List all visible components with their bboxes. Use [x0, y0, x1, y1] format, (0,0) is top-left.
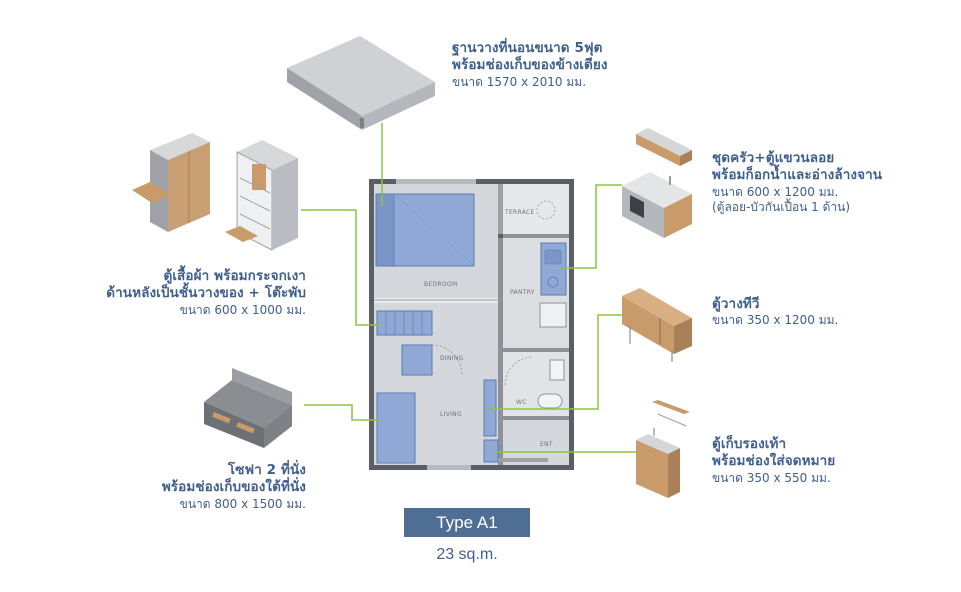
- tv-title: ตู้วางทีวี: [712, 296, 760, 312]
- callout-wardrobe: ตู้เสื้อผ้า พร้อมกระจกเงา ด้านหลังเป็นชั…: [26, 268, 306, 318]
- sofa-title-line-1: โซฟา 2 ที่นั่ง: [227, 462, 306, 478]
- sofa-title-line-2: พร้อมช่องเก็บของใต้ที่นั่ง: [161, 479, 306, 496]
- shoe-size: ขนาด 350 x 550 มม.: [712, 470, 831, 485]
- unit-area: 23 sq.m.: [436, 546, 498, 563]
- callout-shoe-cabinet: ตู้เก็บรองเท้า พร้อมช่องใส่จดหมาย ขนาด 3…: [712, 436, 835, 486]
- shoe-title-line-2: พร้อมช่องใส่จดหมาย: [712, 453, 836, 470]
- shoe-cabinet-illustration: [636, 400, 690, 498]
- label-entry: ENT: [540, 441, 553, 448]
- floor-plan: TERRACE BEDROOM PANTRY DINING LIVING WC …: [369, 179, 574, 470]
- label-living: LIVING: [440, 411, 462, 418]
- leader-line-kitchen: [561, 184, 622, 269]
- kitchen-title-line-2: พร้อมก็อกน้ำและอ่างล้างจาน: [712, 167, 883, 184]
- callout-tv: ตู้วางทีวี ขนาด 350 x 1200 มม.: [712, 296, 838, 329]
- bed-title-line-1: ฐานวางที่นอนขนาด 5ฟุต: [452, 40, 603, 56]
- shoe-title-line-1: ตู้เก็บรองเท้า: [712, 436, 787, 452]
- label-pantry: PANTRY: [510, 289, 535, 296]
- kitchen-illustration: [622, 128, 692, 238]
- kitchen-title-line-1: ชุดครัว+ตู้แขวนลอย: [712, 150, 835, 166]
- leader-line-tv: [487, 314, 622, 410]
- kitchen-size: ขนาด 600 x 1200 มม.: [712, 184, 839, 199]
- tv-size: ขนาด 350 x 1200 มม.: [712, 313, 839, 328]
- bed-base-illustration: [287, 36, 435, 130]
- wardrobe-size: ขนาด 600 x 1000 มม.: [179, 302, 306, 317]
- unit-type-badge: Type A1: [404, 508, 530, 537]
- callout-kitchen: ชุดครัว+ตู้แขวนลอย พร้อมก็อกน้ำและอ่างล้…: [712, 150, 882, 215]
- bed-title-line-2: พร้อมช่องเก็บของข้างเตียง: [452, 57, 608, 74]
- kitchen-note: (ตู้ลอย-บัวกันเปื้อน 1 ด้าน): [712, 199, 851, 214]
- wardrobe-illustration: [132, 133, 298, 251]
- leader-lines: [301, 123, 636, 453]
- sofa-illustration: [204, 368, 292, 448]
- wardrobe-title-line-2: ด้านหลังเป็นชั้นวางของ + โต๊ะพับ: [106, 285, 306, 302]
- label-terrace: TERRACE: [504, 209, 535, 216]
- bed-size: ขนาด 1570 x 2010 มม.: [452, 74, 587, 89]
- label-wc: WC: [516, 399, 527, 406]
- label-dining: DINING: [440, 355, 464, 362]
- leader-line-wardrobe: [301, 209, 380, 326]
- callout-sofa: โซฟา 2 ที่นั่ง พร้อมช่องเก็บของใต้ที่นั่…: [46, 462, 306, 512]
- tv-cabinet-illustration: [622, 288, 692, 362]
- callout-bed: ฐานวางที่นอนขนาด 5ฟุต พร้อมช่องเก็บของข้…: [452, 40, 608, 90]
- wardrobe-title-line-1: ตู้เสื้อผ้า พร้อมกระจกเงา: [163, 268, 306, 284]
- label-bedroom: BEDROOM: [424, 281, 457, 288]
- leader-line-sofa: [304, 404, 380, 421]
- sofa-size: ขนาด 800 x 1500 มม.: [179, 496, 306, 511]
